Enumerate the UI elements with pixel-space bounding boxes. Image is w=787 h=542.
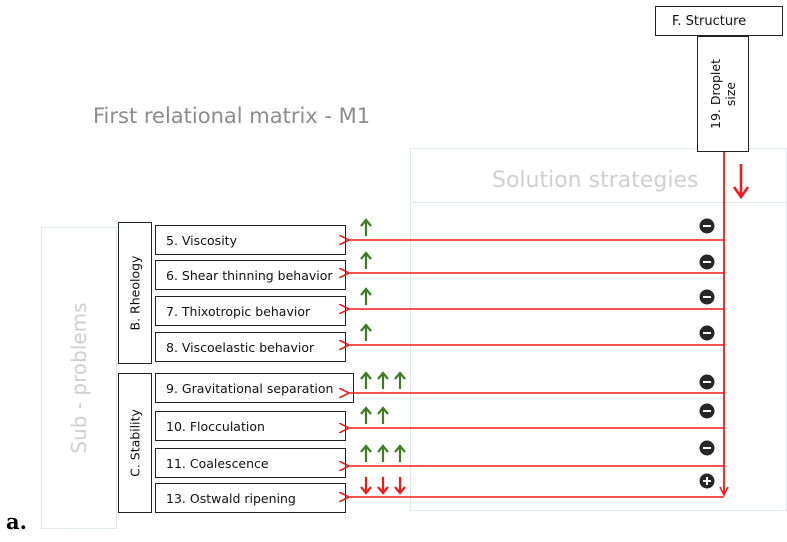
decrease-arrow (394, 477, 406, 495)
solution-strategies-label: Solution strategies (492, 168, 699, 193)
increase-arrow (377, 371, 389, 389)
increase-arrow (360, 323, 372, 341)
increase-arrow (394, 371, 406, 389)
sub-problem-flocculation: 10. Flocculation (155, 411, 346, 441)
structure-group-box: F. Structure (655, 6, 783, 36)
sub-problem-viscosity: 5. Viscosity (155, 225, 346, 255)
sub-problems-panel (41, 227, 117, 529)
increase-arrow (394, 444, 406, 462)
decrease-arrow (360, 477, 372, 495)
increase-arrow (377, 406, 389, 424)
minus-sign-marker (699, 440, 715, 456)
strategy-effect-arrow-head (732, 186, 750, 200)
strategy-vertical-arrowhead (719, 486, 729, 497)
minus-sign-marker (699, 289, 715, 305)
minus-sign-marker (699, 403, 715, 419)
increase-arrow (377, 444, 389, 462)
sub-problem-shear-thinning: 6. Shear thinning behavior (155, 260, 346, 290)
group-box-stability: C. Stability (118, 373, 152, 513)
minus-sign-marker (699, 325, 715, 341)
minus-sign-marker (699, 254, 715, 270)
sub-problem-coalescence: 11. Coalescence (155, 448, 346, 478)
minus-sign-marker (699, 374, 715, 390)
matrix-title: First relational matrix - M1 (93, 104, 371, 128)
increase-arrow (360, 287, 372, 305)
sub-problem-thixotropic: 7. Thixotropic behavior (155, 296, 346, 326)
increase-arrow (360, 251, 372, 269)
minus-sign-marker (699, 218, 715, 234)
decrease-arrow (377, 477, 389, 495)
strategy-box: 19. Droplet size (697, 36, 749, 152)
group-box-rheology: B. Rheology (118, 222, 152, 364)
plus-sign-marker (699, 473, 715, 489)
increase-arrow (360, 371, 372, 389)
figure-label: a. (6, 509, 27, 534)
increase-arrow (360, 406, 372, 424)
sub-problem-gravitational-separation: 9. Gravitational separation (155, 373, 354, 403)
increase-arrow (360, 218, 372, 236)
increase-arrow (360, 444, 372, 462)
